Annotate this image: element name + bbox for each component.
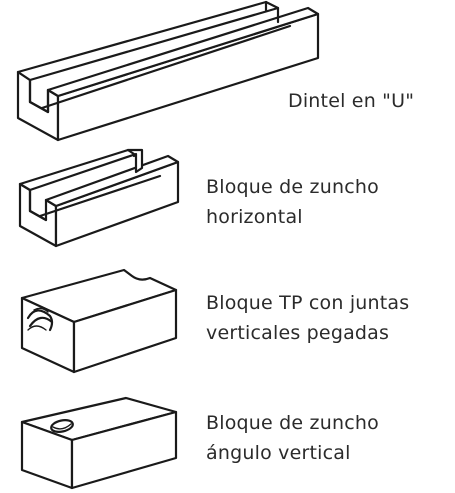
horizontal-bond-beam-block-icon [18,148,180,248]
u-lintel-block-icon [16,0,320,142]
label-horizontal-bond-beam-line-1: Bloque de zuncho [206,176,379,198]
label-u-lintel: Dintel en "U" [288,86,414,116]
label-tp-block: Bloque TP con juntas verticales pegadas [206,288,409,348]
tp-block-glued-vertical-joints-icon [20,268,178,374]
vertical-corner-bond-block-icon [20,396,178,490]
label-horizontal-bond-beam-line-2: horizontal [206,206,303,228]
label-tp-block-line-1: Bloque TP con juntas [206,292,410,314]
label-vertical-corner-bond-line-2: ángulo vertical [206,442,351,464]
label-vertical-corner-bond: Bloque de zuncho ángulo vertical [206,408,379,468]
label-u-lintel-line-1: Dintel en "U" [288,90,415,112]
label-vertical-corner-bond-line-1: Bloque de zuncho [206,412,379,434]
label-tp-block-line-2: verticales pegadas [206,322,390,344]
label-horizontal-bond-beam: Bloque de zuncho horizontal [206,172,379,232]
